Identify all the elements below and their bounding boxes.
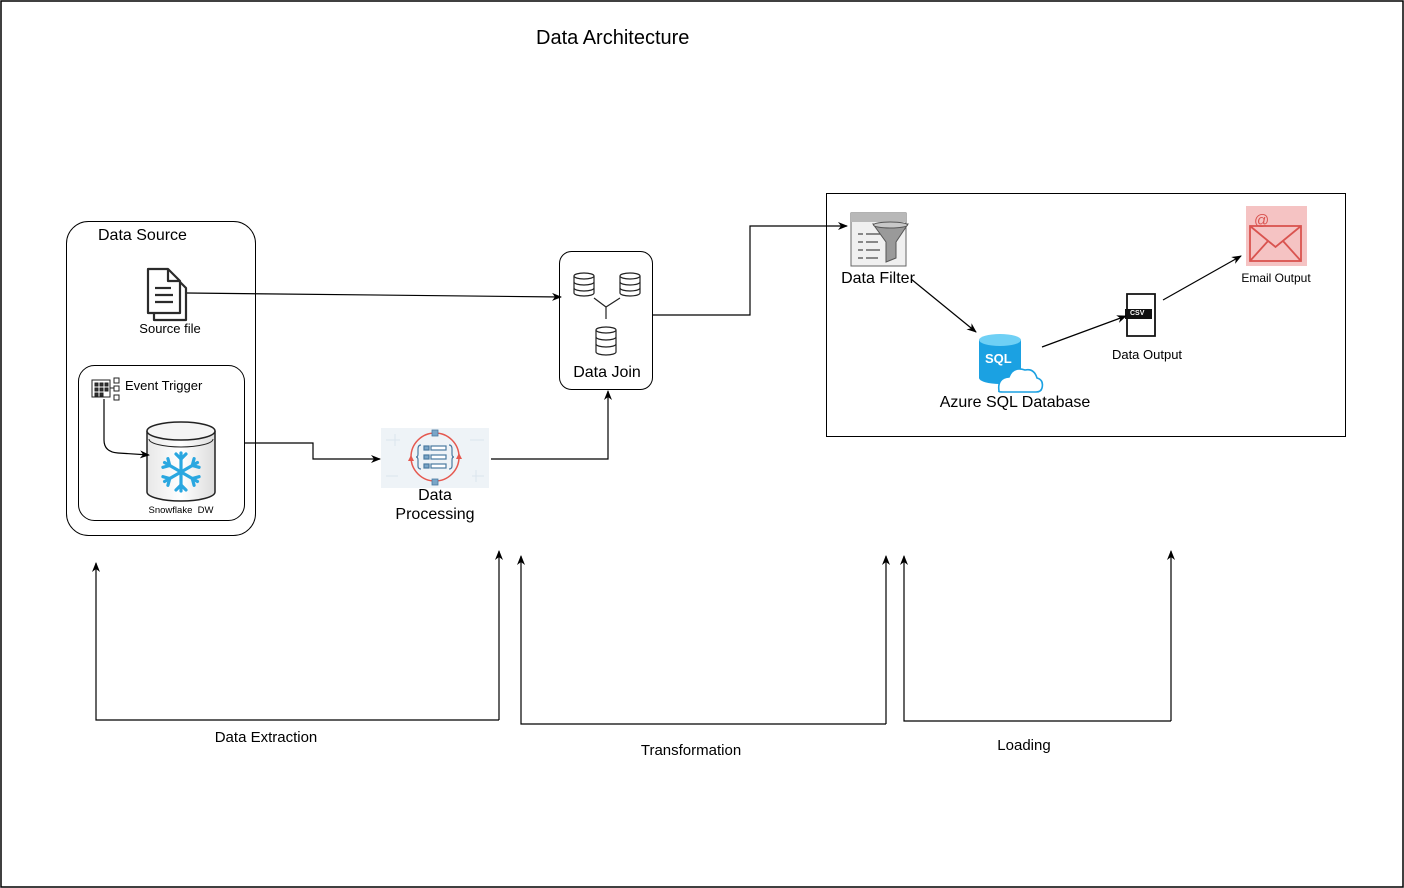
stage-extraction-label: Data Extraction — [214, 729, 318, 746]
data-join-icon — [573, 272, 641, 356]
page-title: Data Architecture — [536, 27, 690, 49]
edge-sql-to-csv — [1041, 315, 1127, 348]
email-output-label: Email Output — [1241, 271, 1311, 285]
data-filter-label: Data Filter — [841, 270, 915, 287]
edge-filter-to-sql — [910, 278, 977, 333]
data-output-label: Data Output — [1111, 347, 1183, 362]
stage-loading-label: Loading — [997, 737, 1051, 754]
edge-snowflake-to-processing — [244, 442, 381, 463]
data-join-box — [559, 251, 653, 390]
azure-sql-label: Azure SQL Database — [939, 394, 1091, 411]
data-source-container — [66, 221, 256, 536]
edge-trigger-to-snowflake — [103, 399, 150, 459]
csv-file-icon — [1125, 293, 1156, 337]
azure-sql-icon — [979, 334, 1044, 393]
csv-badge-text: CSV — [1130, 310, 1145, 317]
edge-join-to-filter — [653, 222, 848, 316]
data-join-label: Data Join — [573, 364, 641, 381]
edge-csv-to-email — [1162, 255, 1242, 301]
stage-transformation-label: Transformation — [640, 742, 742, 759]
snowflake-icon — [161, 451, 201, 493]
data-processing-icon — [381, 428, 489, 488]
sql-badge-text: SQL — [985, 351, 1012, 366]
filter-icon — [850, 212, 909, 267]
data-processing-label-line1: Data — [418, 487, 452, 504]
event-trigger-icon — [91, 377, 120, 401]
edge-source-to-join — [186, 292, 562, 301]
bracket-transformation-left — [517, 555, 886, 725]
document-icon — [146, 267, 188, 322]
source-file-label: Source file — [139, 321, 201, 336]
data-source-label: Data Source — [98, 227, 187, 244]
bracket-extraction-left — [92, 562, 499, 721]
email-at-sign: @ — [1254, 212, 1270, 229]
data-processing-label-line2: Processing — [395, 506, 475, 523]
bracket-loading-left — [900, 555, 1171, 722]
loading-zone-container — [826, 193, 1346, 437]
email-icon — [1246, 206, 1307, 266]
edge-processing-to-join — [491, 390, 612, 460]
event-trigger-label: Event Trigger — [125, 378, 203, 393]
snowflake-dw-label: Snowflake DW — [148, 505, 214, 516]
